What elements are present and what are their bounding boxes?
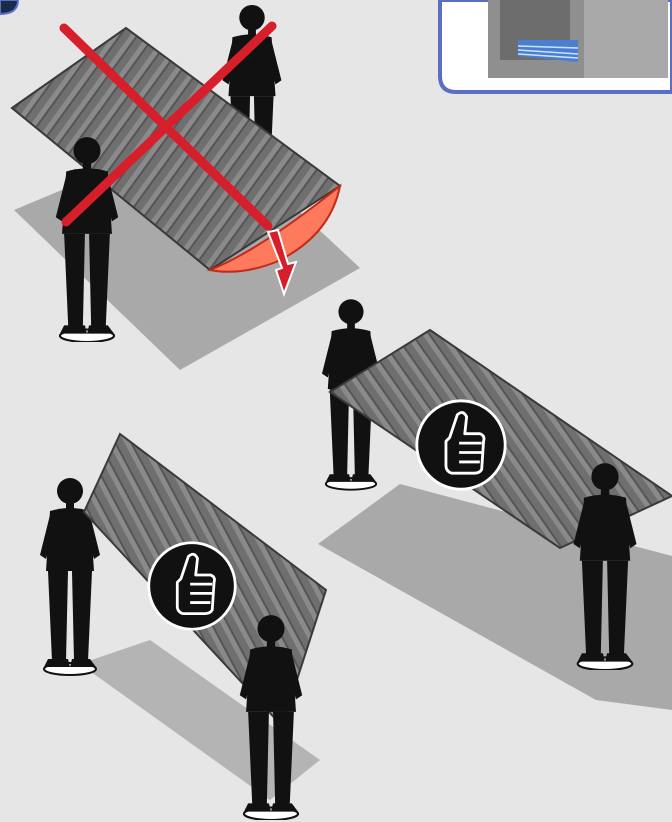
badge-corner bbox=[0, 0, 18, 14]
panel-correct-tilted bbox=[318, 299, 672, 710]
thumbs-up-icon bbox=[417, 401, 505, 489]
inset-panel bbox=[440, 0, 672, 92]
panel-correct-vertical bbox=[40, 434, 326, 820]
panel-incorrect bbox=[12, 5, 360, 370]
thumbs-up-icon bbox=[149, 543, 235, 629]
